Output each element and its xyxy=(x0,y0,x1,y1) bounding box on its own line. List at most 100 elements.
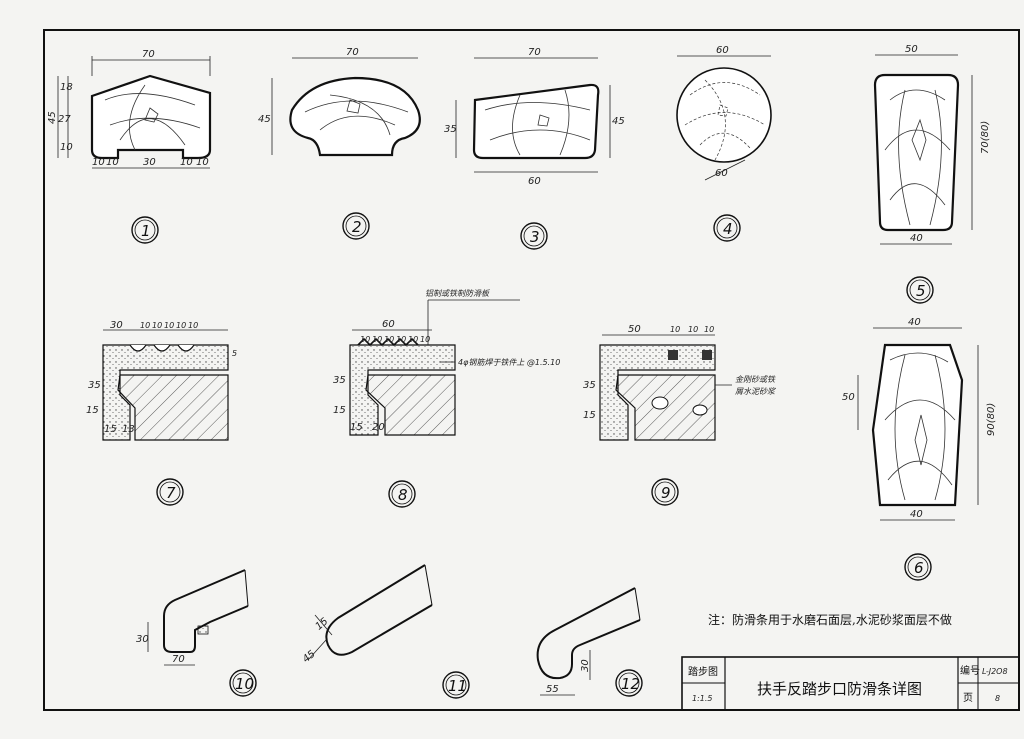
detail-7: 30 10 10 10 10 10 5 35 15 15 13 7 xyxy=(86,320,237,506)
sheet-border xyxy=(43,29,1020,711)
tb-title: 扶手反踏步口防滑条详图 xyxy=(757,680,922,698)
d4-dim-top: 60 xyxy=(716,45,729,56)
d1-dim-f: 30 xyxy=(143,157,156,168)
d4-dim-bottom: 60 xyxy=(715,168,728,179)
detail-2: 70 45 2 xyxy=(258,47,421,240)
d12-dim-width: 55 xyxy=(546,684,559,695)
d3-dim-right: 45 xyxy=(612,116,625,127)
d8-dim-c: 10 xyxy=(372,335,382,344)
d3-number: 3 xyxy=(530,228,540,246)
d1-dim-h: 10 xyxy=(196,157,209,168)
d5-dim-top: 50 xyxy=(905,44,918,55)
d11-dim-b: 45 xyxy=(301,649,318,666)
d7-dim-h: 35 xyxy=(88,380,101,391)
detail-1: 70 45 18 27 10 10 10 30 10 10 1 xyxy=(47,49,212,244)
d3-dim-width: 70 xyxy=(528,47,541,58)
d8-dim-d: 10 xyxy=(384,335,394,344)
d8-number: 8 xyxy=(398,486,408,504)
d7-dim-d: 10 xyxy=(164,321,174,330)
d9-dim-d: 10 xyxy=(704,325,714,334)
d1-dim-e: 10 xyxy=(106,157,119,168)
d5-dim-bottom: 40 xyxy=(910,233,923,244)
d8-dim-b: 10 xyxy=(360,335,370,344)
d7-dim-e: 10 xyxy=(176,321,186,330)
d12-dim-height: 30 xyxy=(580,659,591,672)
d9-number: 9 xyxy=(661,484,671,502)
d1-dim-d: 10 xyxy=(92,157,105,168)
detail-7-screed xyxy=(102,344,229,441)
d3-dim-left: 35 xyxy=(444,124,457,135)
title-block: 踏步图 1:1.5 扶手反踏步口防滑条详图 编号 L-J2O8 页 8 xyxy=(681,656,1020,711)
detail-8-screed xyxy=(349,344,456,436)
detail-9: 50 10 10 10 35 15 金刚砂或铁 屑水泥砂浆 9 xyxy=(583,324,777,506)
d3-dim-bottom: 60 xyxy=(528,176,541,187)
detail-3-profile xyxy=(472,83,600,160)
d7-dim-k: 13 xyxy=(122,424,135,435)
detail-11-profile xyxy=(325,564,433,656)
d7-dim-j: 15 xyxy=(104,424,117,435)
d6-dim-left: 50 xyxy=(842,392,855,403)
tb-left-sub: 1:1.5 xyxy=(692,694,713,703)
d7-number: 7 xyxy=(166,484,176,502)
d9-dim-b: 10 xyxy=(670,325,680,334)
d5-number: 5 xyxy=(916,282,926,300)
detail-7-concrete xyxy=(117,374,229,441)
d8-dim-a: 60 xyxy=(382,319,395,330)
d1-dim-c: 10 xyxy=(60,142,73,153)
d10-dim-height: 30 xyxy=(136,634,149,645)
detail-10: 30 70 10 xyxy=(136,569,257,697)
d8-callout-right: 4φ钢筋焊于铁件上 @1.5.10 xyxy=(458,358,560,367)
detail-11: 15 45 11 xyxy=(301,564,470,699)
drawing-note: 注：防滑条用于水磨石面层,水泥砂浆面层不做 xyxy=(708,612,952,627)
d2-number: 2 xyxy=(352,218,362,236)
d2-dim-height: 45 xyxy=(258,114,271,125)
tb-left-label: 踏步图 xyxy=(688,665,718,678)
d8-dim-j: 15 xyxy=(350,422,363,433)
tb-page-label: 页 xyxy=(963,692,973,704)
d9-dim-a: 50 xyxy=(628,324,641,335)
d9-dim-e: 35 xyxy=(583,380,596,391)
detail-8-concrete xyxy=(365,374,456,436)
detail-4: 60 60 4 xyxy=(676,45,772,242)
tb-code-label: 编号 xyxy=(960,664,980,677)
d8-dim-f: 10 xyxy=(408,335,418,344)
d4-number: 4 xyxy=(723,220,733,238)
detail-4-profile xyxy=(676,67,772,163)
detail-6-profile xyxy=(871,343,964,507)
d9-callout-1: 金刚砂或铁 xyxy=(735,375,776,384)
detail-10-profile xyxy=(163,569,249,653)
d6-dim-right: 90(80) xyxy=(986,403,997,436)
d6-dim-top: 40 xyxy=(908,317,921,328)
d1-dim-height: 45 xyxy=(47,111,58,124)
d2-dim-width: 70 xyxy=(346,47,359,58)
d7-dim-a: 30 xyxy=(110,320,123,331)
d7-dim-f: 10 xyxy=(188,321,198,330)
detail-6: 40 50 90(80) 40 6 xyxy=(842,317,997,581)
d10-number: 10 xyxy=(235,675,254,693)
detail-9-screed xyxy=(599,344,716,441)
d7-dim-c: 10 xyxy=(152,321,162,330)
detail-8: 铝制或铁制防滑板 4φ钢筋焊于铁件上 @1.5.10 60 10 10 10 1… xyxy=(333,289,560,508)
tb-code: L-J2O8 xyxy=(982,667,1008,676)
detail-3: 70 35 45 60 3 xyxy=(444,47,625,250)
d11-number: 11 xyxy=(448,677,467,695)
detail-5-profile xyxy=(873,73,960,232)
d8-dim-h: 35 xyxy=(333,375,346,386)
d1-dim-b: 27 xyxy=(58,114,71,125)
d1-dim-g: 10 xyxy=(180,157,193,168)
d1-dim-width: 70 xyxy=(142,49,155,60)
d9-dim-f: 15 xyxy=(583,410,596,421)
d5-dim-side: 70(80) xyxy=(980,121,991,154)
detail-12-profile xyxy=(536,587,641,680)
d8-dim-g: 10 xyxy=(420,335,430,344)
d6-number: 6 xyxy=(914,559,924,577)
d9-dim-c: 10 xyxy=(688,325,698,334)
d12-number: 12 xyxy=(621,675,640,693)
detail-1-profile xyxy=(90,74,212,160)
d8-dim-k: 20 xyxy=(372,422,385,433)
d1-number: 1 xyxy=(141,222,151,240)
d9-callout-2: 屑水泥砂浆 xyxy=(735,387,777,396)
d7-dim-b: 10 xyxy=(140,321,150,330)
d6-dim-bottom: 40 xyxy=(910,509,923,520)
